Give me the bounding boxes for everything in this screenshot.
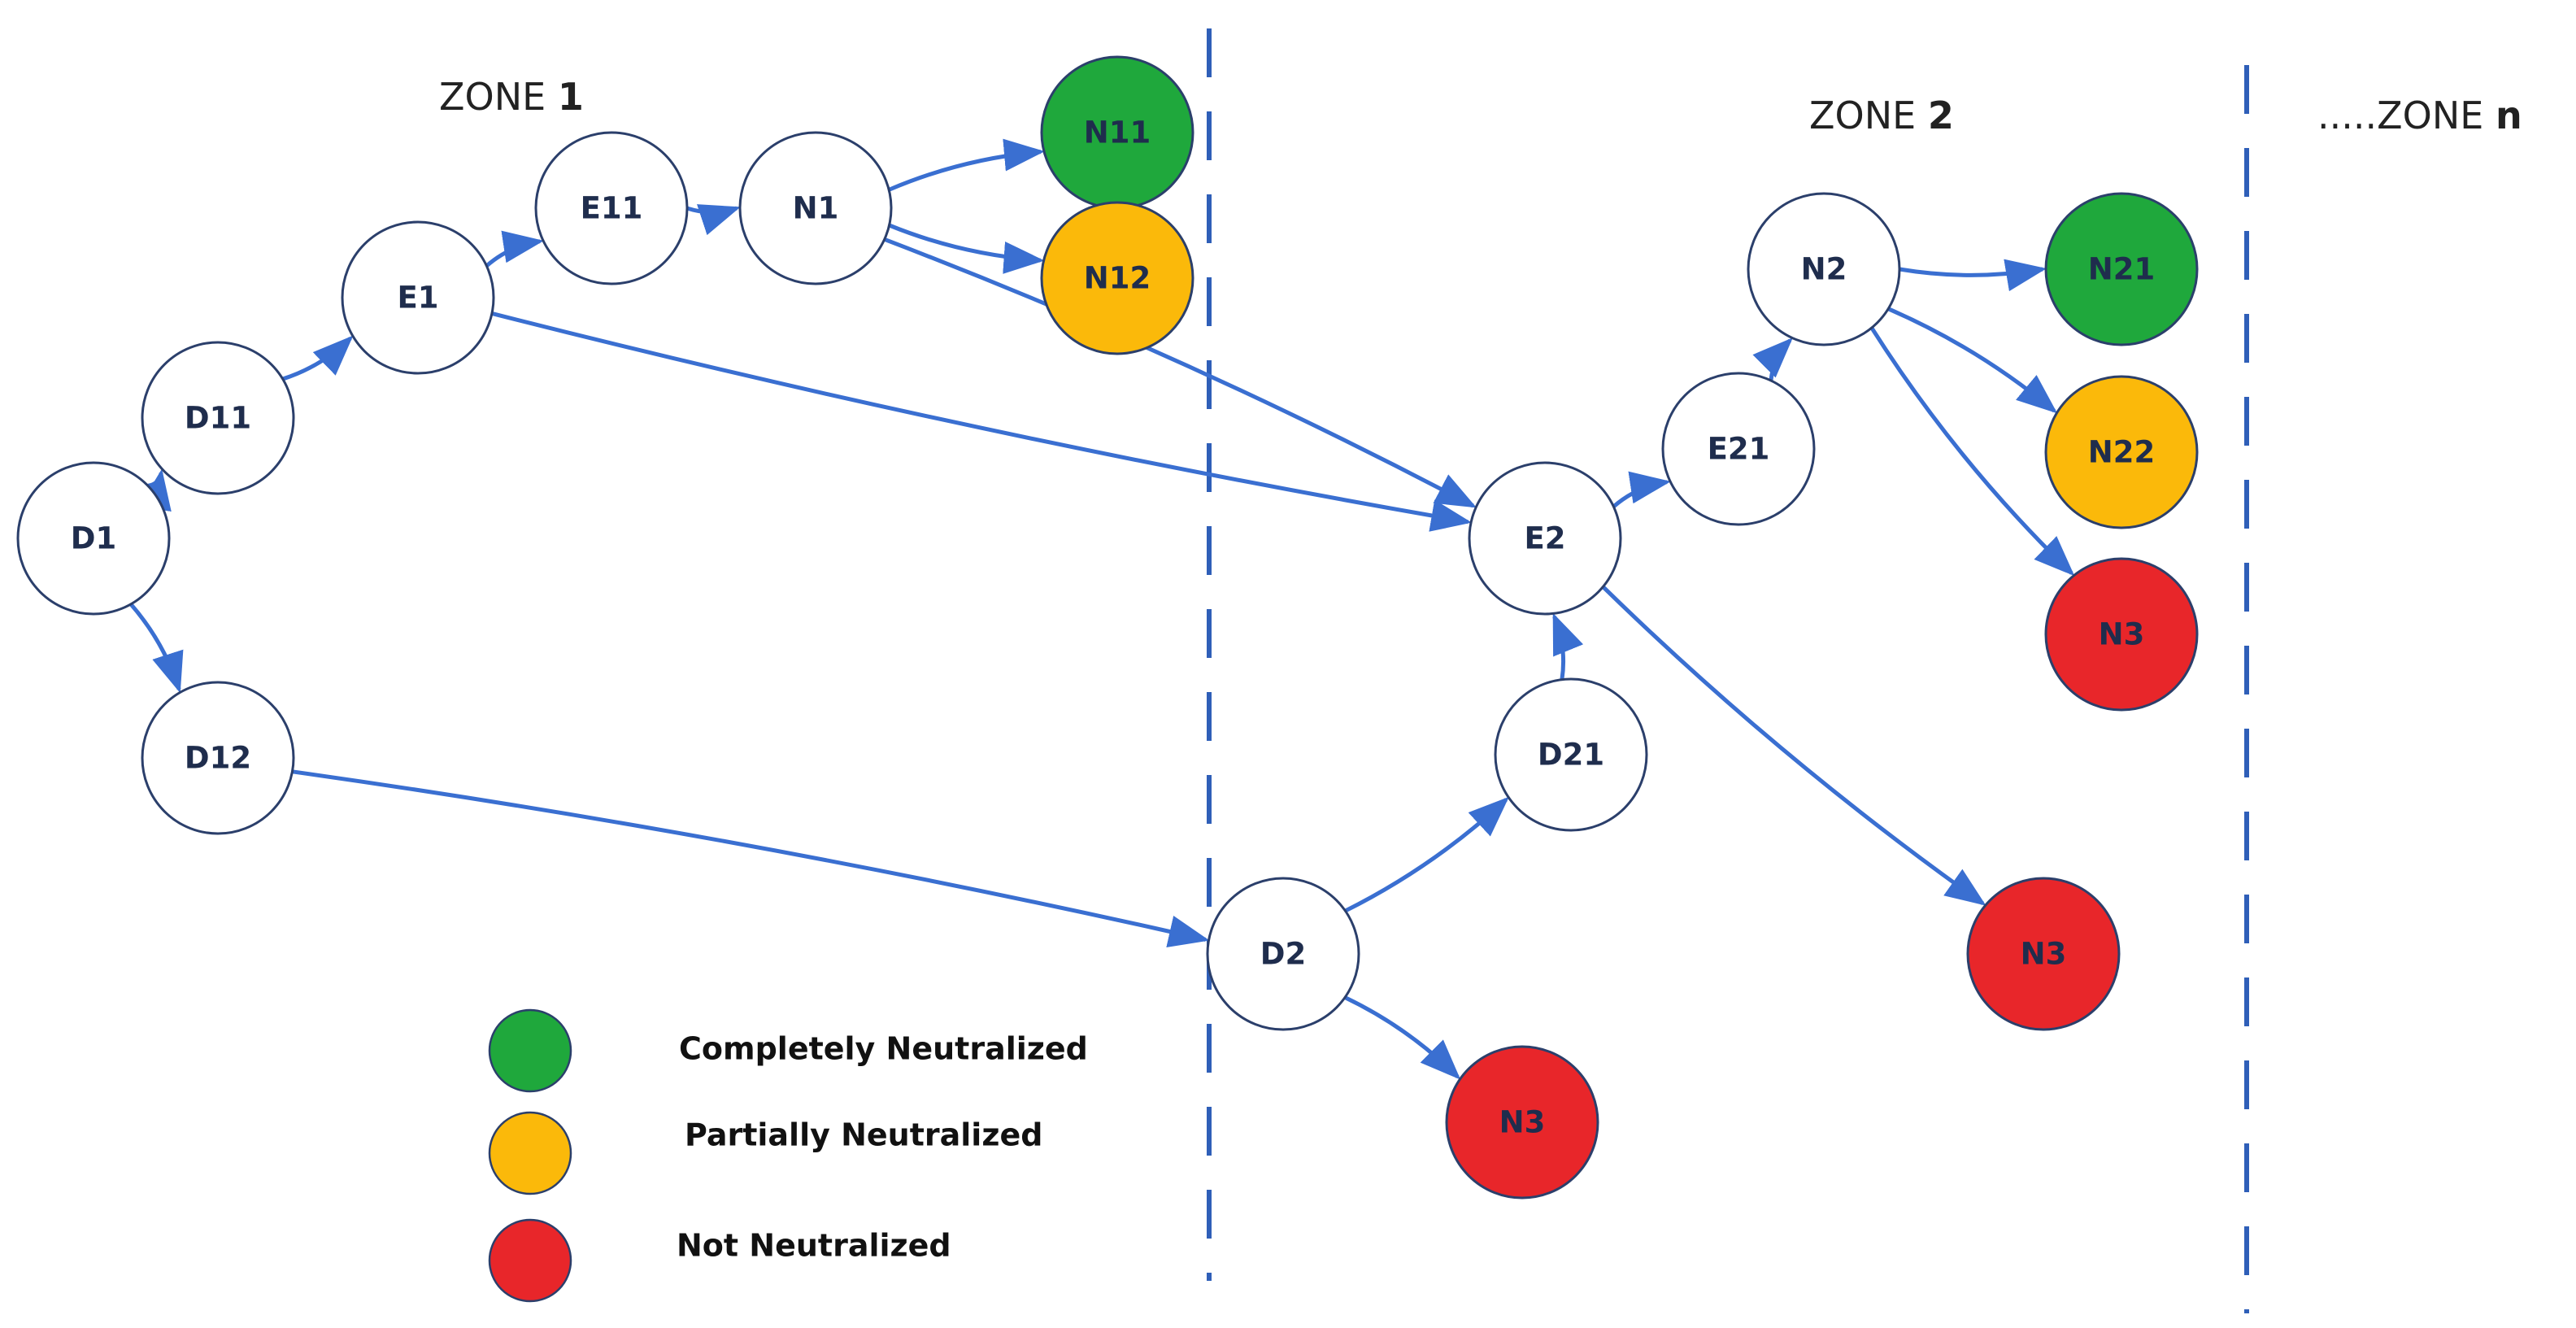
node-circle-n12 (1040, 201, 1194, 355)
node-e2: E2 (1468, 461, 1622, 616)
zone-label-n: .....ZONE n (2317, 94, 2522, 137)
node-label-n1: N1 (793, 191, 839, 226)
zone-label-1-prefix: ZONE (439, 75, 558, 119)
edge-e1-to-e11 (485, 230, 544, 268)
legend-label-partially-neutralized: Partially Neutralized (685, 1117, 1042, 1153)
node-d2: D2 (1206, 877, 1360, 1031)
edge-e2-to-e21 (1612, 471, 1671, 508)
edge-e11-to-n1 (686, 204, 741, 236)
node-label-e21: E21 (1708, 432, 1770, 467)
node-label-n2: N2 (1801, 252, 1847, 287)
node-circle-n1 (738, 131, 893, 285)
edge-d2-to-d21 (1344, 796, 1509, 913)
node-label-e1: E1 (397, 281, 438, 316)
node-label-n3b: N3 (2021, 937, 2067, 972)
node-d1: D1 (16, 461, 171, 616)
zone-label-n-number: n (2496, 94, 2522, 137)
zone-label-1-number: 1 (558, 75, 584, 119)
node-circle-d2 (1206, 877, 1360, 1031)
node-circle-e1 (341, 220, 495, 375)
node-n12: N12 (1040, 201, 1194, 355)
node-label-d12: D12 (185, 741, 251, 776)
node-label-n21: N21 (2088, 252, 2155, 287)
node-circle-n2 (1747, 192, 1901, 346)
node-label-d2: D2 (1260, 937, 1306, 972)
edge-e21-to-n2 (1752, 337, 1793, 381)
node-label-n3a: N3 (2099, 617, 2145, 652)
node-label-d21: D21 (1538, 738, 1604, 773)
node-label-d11: D11 (185, 401, 251, 436)
zone-label-2: ZONE 2 (1809, 94, 1954, 137)
node-label-n12: N12 (1084, 261, 1151, 296)
legend-swatch-completely-neutralized (488, 1008, 572, 1093)
node-n22: N22 (2044, 375, 2199, 529)
node-circle-n3a (2044, 557, 2199, 712)
legend-swatch-partially-neutralized (488, 1111, 572, 1195)
node-circle-n22 (2044, 375, 2199, 529)
node-d12: D12 (141, 681, 295, 835)
node-n11: N11 (1040, 55, 1194, 210)
edge-n2-to-n21 (1899, 259, 2047, 292)
node-circle-n3c (1445, 1045, 1599, 1200)
node-circle-e21 (1661, 372, 1816, 526)
node-label-n3c: N3 (1499, 1105, 1546, 1140)
node-circle-d21 (1494, 677, 1648, 832)
edge-n2-to-n22 (1887, 307, 2058, 414)
node-e21: E21 (1661, 372, 1816, 526)
node-circle-e2 (1468, 461, 1622, 616)
node-d11: D11 (141, 341, 295, 495)
edge-n1-to-n11 (888, 138, 1045, 192)
node-circle-d11 (141, 341, 295, 495)
edge-e2-to-n3b (1601, 585, 1986, 906)
node-label-n11: N11 (1084, 115, 1151, 150)
edge-n1-to-n12 (888, 223, 1045, 274)
legend-swatch-not-neutralized (488, 1218, 572, 1303)
edge-n1-to-e2 (883, 237, 1477, 508)
node-label-e11: E11 (581, 191, 643, 226)
node-n1: N1 (738, 131, 893, 285)
edge-d1-to-d12 (128, 603, 184, 694)
node-circle-n3b (1966, 877, 2121, 1031)
edge-d21-to-e2 (1552, 612, 1584, 681)
node-e11: E11 (534, 131, 689, 285)
zone-label-1: ZONE 1 (439, 75, 584, 119)
node-circle-e11 (534, 131, 689, 285)
node-label-d1: D1 (71, 521, 116, 556)
node-circle-n21 (2044, 192, 2199, 346)
edge-e1-to-e2 (491, 311, 1473, 532)
node-circle-d1 (16, 461, 171, 616)
node-label-e2: E2 (1524, 521, 1565, 556)
node-n3a: N3 (2044, 557, 2199, 712)
legend-label-completely-neutralized: Completely Neutralized (679, 1031, 1088, 1067)
node-n21: N21 (2044, 192, 2199, 346)
legend-label-not-neutralized: Not Neutralized (677, 1228, 951, 1264)
node-n3c: N3 (1445, 1045, 1599, 1200)
node-circle-d12 (141, 681, 295, 835)
zone-label-n-prefix: .....ZONE (2317, 94, 2496, 137)
edge-n2-to-n3a (1869, 326, 2075, 577)
edges-layer (128, 138, 2075, 1080)
zone-label-2-prefix: ZONE (1809, 94, 1928, 137)
node-n3b: N3 (1966, 877, 2121, 1031)
edge-d11-to-e1 (281, 335, 354, 381)
legend: Completely Neutralized Partially Neutral… (488, 1008, 1088, 1303)
edge-d12-to-d2 (292, 769, 1210, 947)
edge-d1-to-d11 (139, 468, 172, 512)
zone-label-2-number: 2 (1928, 94, 1954, 137)
node-d21: D21 (1494, 677, 1648, 832)
node-n2: N2 (1747, 192, 1901, 346)
node-e1: E1 (341, 220, 495, 375)
node-label-n22: N22 (2088, 435, 2155, 470)
edge-d2-to-n3c (1343, 995, 1461, 1080)
